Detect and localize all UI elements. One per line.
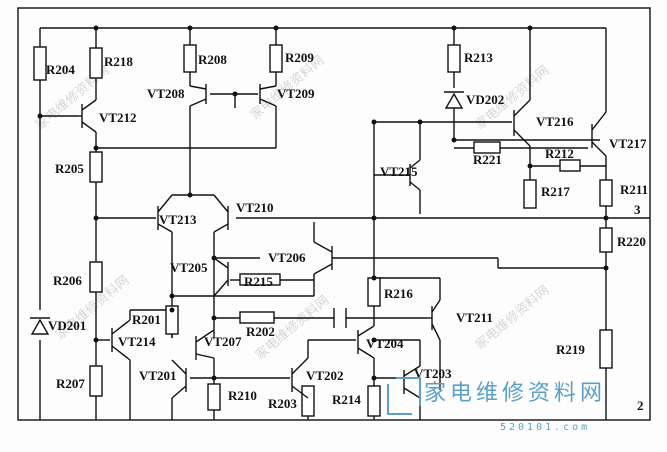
label-r205: R205 (55, 161, 84, 176)
transistor-vt201 (171, 359, 187, 399)
transistor-vt203 (374, 339, 421, 399)
label-vt201: VT201 (139, 368, 177, 383)
label-r216: R216 (384, 286, 413, 301)
label-r204: R204 (46, 62, 75, 77)
label-r218: R218 (104, 54, 133, 69)
label-r215: R215 (244, 274, 273, 289)
transistors (78, 84, 607, 399)
resistor-r207 (89, 365, 103, 397)
transistor-vt217 (591, 111, 607, 157)
label-r221: R221 (473, 152, 502, 167)
resistor-r216 (367, 277, 381, 307)
transistor-vt209 (259, 84, 277, 107)
label-r201: R201 (132, 312, 161, 327)
label-node-3: 3 (634, 202, 641, 217)
junction-dots (37, 25, 609, 381)
label-vt211: VT211 (456, 310, 493, 325)
watermark-brand: 家电维修资料网 (424, 381, 606, 406)
label-r217: R217 (541, 184, 570, 199)
resistor-r212 (559, 159, 581, 172)
label-vt204: VT204 (366, 336, 404, 351)
resistor-r201 (165, 305, 179, 335)
label-vt209: VT209 (277, 86, 315, 101)
label-r203: R203 (268, 396, 297, 411)
resistor-r217 (523, 179, 537, 209)
resistor-r219 (599, 329, 613, 369)
brand-watermark: 家电维修资料网 520101.com (387, 377, 606, 433)
label-vt214: VT214 (118, 334, 156, 349)
logo-mark-icon (396, 377, 421, 406)
diode-vd201 (30, 317, 50, 335)
label-vt203: VT203 (414, 366, 452, 381)
label-vt212: VT212 (99, 110, 137, 125)
label-vd202: VD202 (466, 92, 504, 107)
circuit-wires (17, 7, 651, 421)
resistor-r209 (269, 44, 283, 73)
label-vt207: VT207 (204, 334, 242, 349)
label-vt206: VT206 (268, 250, 306, 265)
label-vt210: VT210 (236, 200, 274, 215)
label-vt202: VT202 (306, 368, 344, 383)
resistor-r203 (301, 385, 315, 417)
logo-mark-icon (387, 384, 412, 415)
component-labels: R204 R218 R208 R209 R213 VT208 VT209 VD2… (46, 50, 648, 413)
resistor-r205 (89, 151, 103, 183)
label-r206: R206 (53, 273, 82, 288)
resistor-r204 (33, 46, 47, 81)
resistors (33, 44, 613, 417)
transistor-vt215 (409, 159, 421, 191)
label-r207: R207 (56, 376, 85, 391)
label-vt213: VT213 (159, 212, 197, 227)
resistor-r215 (239, 273, 281, 286)
transistor-vt207 (195, 329, 215, 360)
resistor-r211 (599, 179, 613, 207)
resistor-r206 (89, 261, 103, 293)
resistor-r214 (367, 385, 381, 417)
capacitor (333, 308, 347, 328)
resistor-r220 (599, 227, 613, 253)
label-vt216: VT216 (536, 114, 574, 129)
label-r219: R219 (556, 342, 585, 357)
label-vt217: VT217 (609, 136, 647, 151)
label-r213: R213 (464, 50, 493, 65)
transistor-vt202 (291, 357, 309, 399)
label-r214: R214 (332, 392, 361, 407)
diode-vd202 (444, 91, 464, 109)
watermark-url: 520101.com (500, 422, 590, 433)
label-r202: R202 (246, 324, 275, 339)
transistor-vt204 (357, 325, 375, 359)
label-vd201: VD201 (48, 318, 86, 333)
transistor-vt206 (313, 241, 333, 275)
resistor-r210 (207, 383, 221, 411)
label-r208: R208 (198, 52, 227, 67)
label-vt208: VT208 (147, 86, 185, 101)
label-r209: R209 (285, 50, 314, 65)
resistor-r218 (89, 47, 103, 79)
transistor-vt214 (111, 319, 131, 361)
label-r210: R210 (228, 388, 257, 403)
resistor-r202 (239, 311, 275, 324)
transistor-vt216 (513, 99, 531, 147)
label-r212: R212 (545, 146, 574, 161)
label-r211: R211 (620, 182, 648, 197)
transistor-vt212 (78, 99, 97, 133)
transistor-vt205 (213, 257, 229, 297)
label-node-2: 2 (637, 398, 644, 413)
transistor-vt211 (431, 299, 441, 341)
resistor-r221 (473, 141, 501, 154)
resistor-r208 (183, 44, 197, 73)
resistor-r213 (447, 44, 461, 73)
label-vt205: VT205 (170, 260, 208, 275)
transistor-vt210 (213, 194, 229, 233)
transistor-vt213 (157, 194, 173, 233)
transistor-vt208 (189, 84, 207, 107)
label-r220: R220 (617, 234, 646, 249)
label-vt215: VT215 (380, 164, 418, 179)
